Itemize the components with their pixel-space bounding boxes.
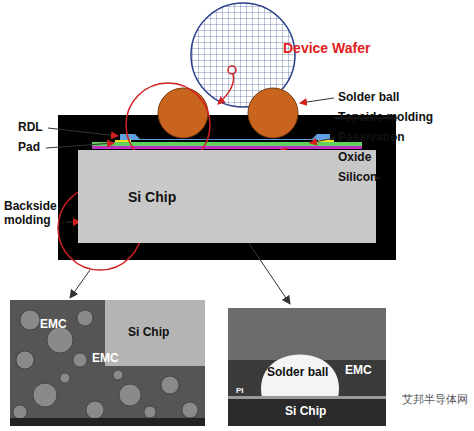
- part-label: Backside molding: [4, 200, 66, 228]
- sem-label: EMC: [345, 364, 372, 378]
- part-label: RDL: [18, 121, 43, 135]
- part-label: Passivation: [338, 131, 405, 145]
- part-label: Topside molding: [338, 111, 433, 125]
- chip-label: Si Chip: [128, 189, 176, 205]
- part-label: Oxide: [338, 151, 371, 165]
- sem-label: EMC: [40, 318, 67, 332]
- part-label: Solder ball: [338, 91, 399, 105]
- sem-label: Si Chip: [285, 405, 326, 419]
- sem-label: EMC: [92, 352, 119, 366]
- sem-label: Si Chip: [128, 326, 169, 340]
- sem-label: Solder ball: [267, 366, 328, 380]
- wafer-label: Device Wafer: [283, 40, 370, 56]
- part-label: Silicon: [338, 171, 377, 185]
- watermark: 艾邦半导体网: [402, 393, 468, 406]
- chip-block: Si Chip: [78, 150, 376, 243]
- sem-label: PI: [236, 386, 244, 395]
- part-label: Pad: [18, 141, 40, 155]
